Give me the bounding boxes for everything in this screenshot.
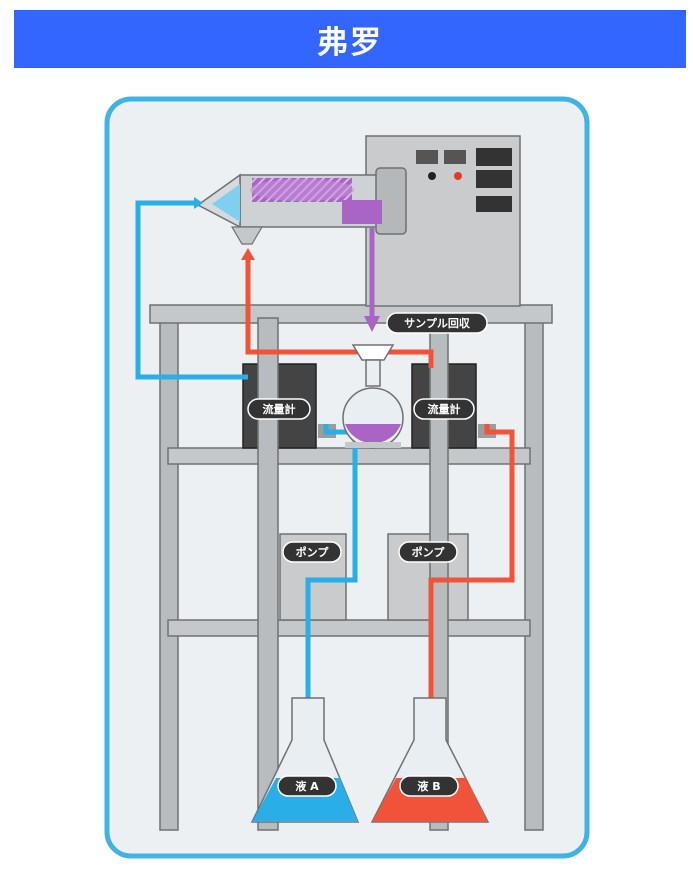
tube-liquid-b-upper bbox=[245, 256, 434, 368]
sample-collection-flask bbox=[342, 344, 404, 449]
pump-left-text: ポンプ bbox=[296, 545, 330, 559]
liquid-a-text: 液 A bbox=[295, 779, 319, 793]
label-pump-right: ポンプ bbox=[398, 541, 458, 563]
sample-collection-text: サンプル回収 bbox=[404, 316, 471, 330]
title-banner: 弗罗 bbox=[14, 10, 686, 68]
label-pump-left: ポンプ bbox=[282, 541, 342, 563]
label-sample-collection: サンプル回収 bbox=[386, 312, 488, 334]
flowmeter-right-text: 流量計 bbox=[428, 402, 461, 416]
flowmeter-left-text: 流量計 bbox=[263, 402, 296, 416]
lower-shelf bbox=[167, 619, 531, 637]
label-liquid-b: 液 B bbox=[399, 775, 459, 797]
pump-right-text: ポンプ bbox=[412, 545, 446, 559]
page-title: 弗罗 bbox=[317, 24, 383, 61]
spray-nozzle-assembly bbox=[196, 167, 407, 245]
middle-shelf bbox=[167, 447, 531, 465]
top-shelf bbox=[149, 304, 553, 324]
liquid-b-text: 液 B bbox=[417, 779, 440, 793]
tube-liquid-a bbox=[305, 424, 358, 745]
tube-liquid-a-upper bbox=[135, 200, 248, 380]
tube-liquid-b bbox=[428, 424, 515, 745]
label-flowmeter-left: 流量計 bbox=[247, 398, 311, 420]
label-flowmeter-right: 流量計 bbox=[413, 398, 475, 420]
label-liquid-a: 液 A bbox=[277, 775, 337, 797]
